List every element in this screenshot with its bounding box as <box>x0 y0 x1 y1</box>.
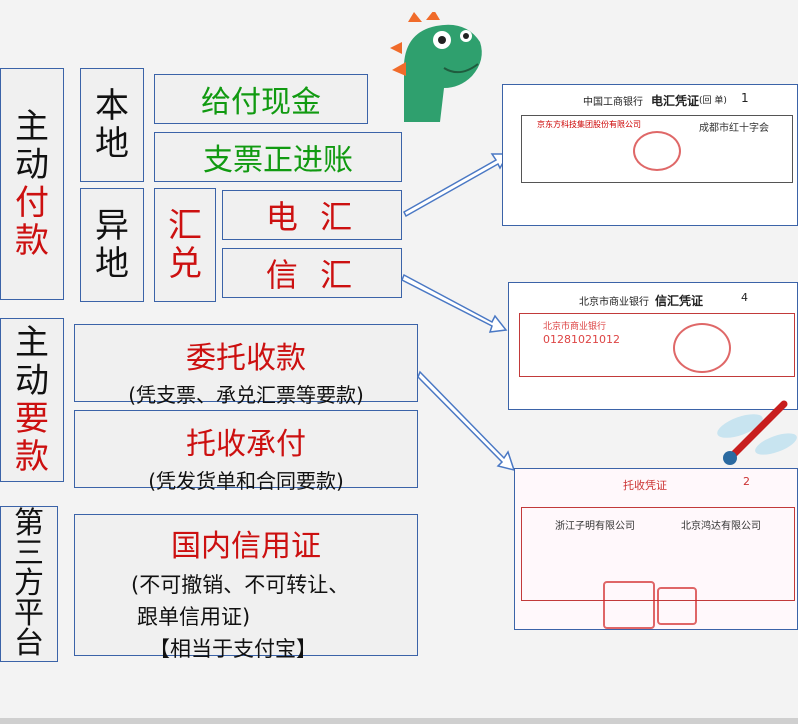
mail-transfer-box: 信 汇 <box>222 248 402 298</box>
arrow-collection <box>417 370 516 472</box>
char: 本 <box>95 86 129 126</box>
char: 台 <box>14 626 44 661</box>
consign-stamp-2 <box>657 587 697 625</box>
entrusted-collection-note: (凭支票、承兑汇票等要款) <box>128 383 364 407</box>
mail-payer: 北京市商业银行 <box>543 322 607 332</box>
consignment-collection-box: 托收承付 (凭发货单和合同要款) <box>74 410 418 493</box>
cash-payment-text: 给付现金 <box>201 85 321 120</box>
check-deposit-text: 支票正进账 <box>203 143 353 178</box>
char: 第 <box>14 506 44 541</box>
wire-transfer-text: 电 汇 <box>265 198 359 236</box>
third-party-label: 第 三 方 平 台 <box>0 506 58 662</box>
remote-label: 异 地 <box>80 188 144 302</box>
char: 款 <box>15 221 49 261</box>
char: 地 <box>95 124 129 164</box>
letter-of-credit-note-2: 跟单信用证) <box>137 605 251 629</box>
wire-bank-stamp <box>633 131 681 171</box>
char: 方 <box>14 566 44 601</box>
consign-voucher-title: 托收凭证 <box>623 479 667 492</box>
char: 动 <box>15 145 49 185</box>
wire-payee-city: 成都市红十字会 <box>699 123 769 134</box>
mail-voucher-image: 北京市商业银行 信汇凭证 4 北京市商业银行 01281021012 <box>508 282 798 410</box>
char: 主 <box>15 323 49 363</box>
char: 异 <box>95 206 129 246</box>
char: 动 <box>15 361 49 401</box>
wire-voucher-image: 中国工商银行 电汇凭证 (回 单) 1 京东方科技集团股份有限公司 成都市红十字… <box>502 84 798 226</box>
check-deposit-box: 支票正进账 <box>154 132 402 182</box>
mail-form-grid <box>519 313 795 377</box>
cash-payment-box: 给付现金 <box>154 74 368 124</box>
mail-account: 01281021012 <box>543 333 620 346</box>
wire-voucher-copy: (回 单) <box>699 96 727 106</box>
char: 地 <box>95 244 129 284</box>
letter-of-credit-note-1: (不可撤销、不可转让、 <box>131 573 350 597</box>
char: 汇 <box>168 206 202 246</box>
wire-transfer-box: 电 汇 <box>222 190 402 240</box>
char: 要 <box>15 399 49 439</box>
active-payment-label: 主 动 付 款 <box>0 68 64 300</box>
wire-bank-name: 中国工商银行 <box>583 97 643 108</box>
wire-payer: 京东方科技集团股份有限公司 <box>537 120 641 129</box>
char: 三 <box>14 536 44 571</box>
mail-voucher-title: 信汇凭证 <box>655 294 704 308</box>
letter-of-credit-note-3: 【相当于支付宝】 <box>149 637 317 661</box>
consignment-voucher-image: 托收凭证 2 浙江子明有限公司 北京鸿达有限公司 <box>514 468 798 630</box>
mail-bank-name: 北京市商业银行 <box>579 297 649 308</box>
entrusted-collection-title: 委托收款 <box>186 341 306 376</box>
consign-payee: 北京鸿达有限公司 <box>681 521 761 532</box>
consign-payer: 浙江子明有限公司 <box>555 521 635 532</box>
letter-of-credit-box: 国内信用证 (不可撤销、不可转让、 跟单信用证) 【相当于支付宝】 <box>74 514 418 661</box>
dinosaur-sticker <box>390 12 482 122</box>
consignment-collection-title: 托收承付 <box>186 427 306 462</box>
letter-of-credit-title: 国内信用证 <box>171 529 321 564</box>
remittance-label: 汇 兑 <box>154 188 216 302</box>
active-collection-label: 主 动 要 款 <box>0 318 64 482</box>
mail-transfer-text: 信 汇 <box>265 256 359 294</box>
entrusted-collection-box: 委托收款 (凭支票、承兑汇票等要款) <box>74 324 418 407</box>
char: 兑 <box>168 244 202 284</box>
char: 平 <box>14 596 44 631</box>
bottom-bar <box>0 718 798 724</box>
consign-voucher-number: 2 <box>743 475 750 488</box>
consignment-collection-note: (凭发货单和合同要款) <box>148 469 344 493</box>
wire-form-grid <box>521 115 793 183</box>
char: 主 <box>15 107 49 147</box>
dragonfly-illustration <box>717 400 797 465</box>
arrow-wire <box>403 153 510 218</box>
local-label: 本 地 <box>80 68 144 182</box>
mail-voucher-number: 4 <box>741 291 748 304</box>
wire-voucher-title: 电汇凭证 <box>651 94 700 108</box>
char: 款 <box>15 437 49 477</box>
wire-voucher-number: 1 <box>741 91 749 105</box>
char: 付 <box>15 183 49 223</box>
consign-stamp-1 <box>603 581 655 629</box>
mail-bank-stamp <box>673 323 731 373</box>
